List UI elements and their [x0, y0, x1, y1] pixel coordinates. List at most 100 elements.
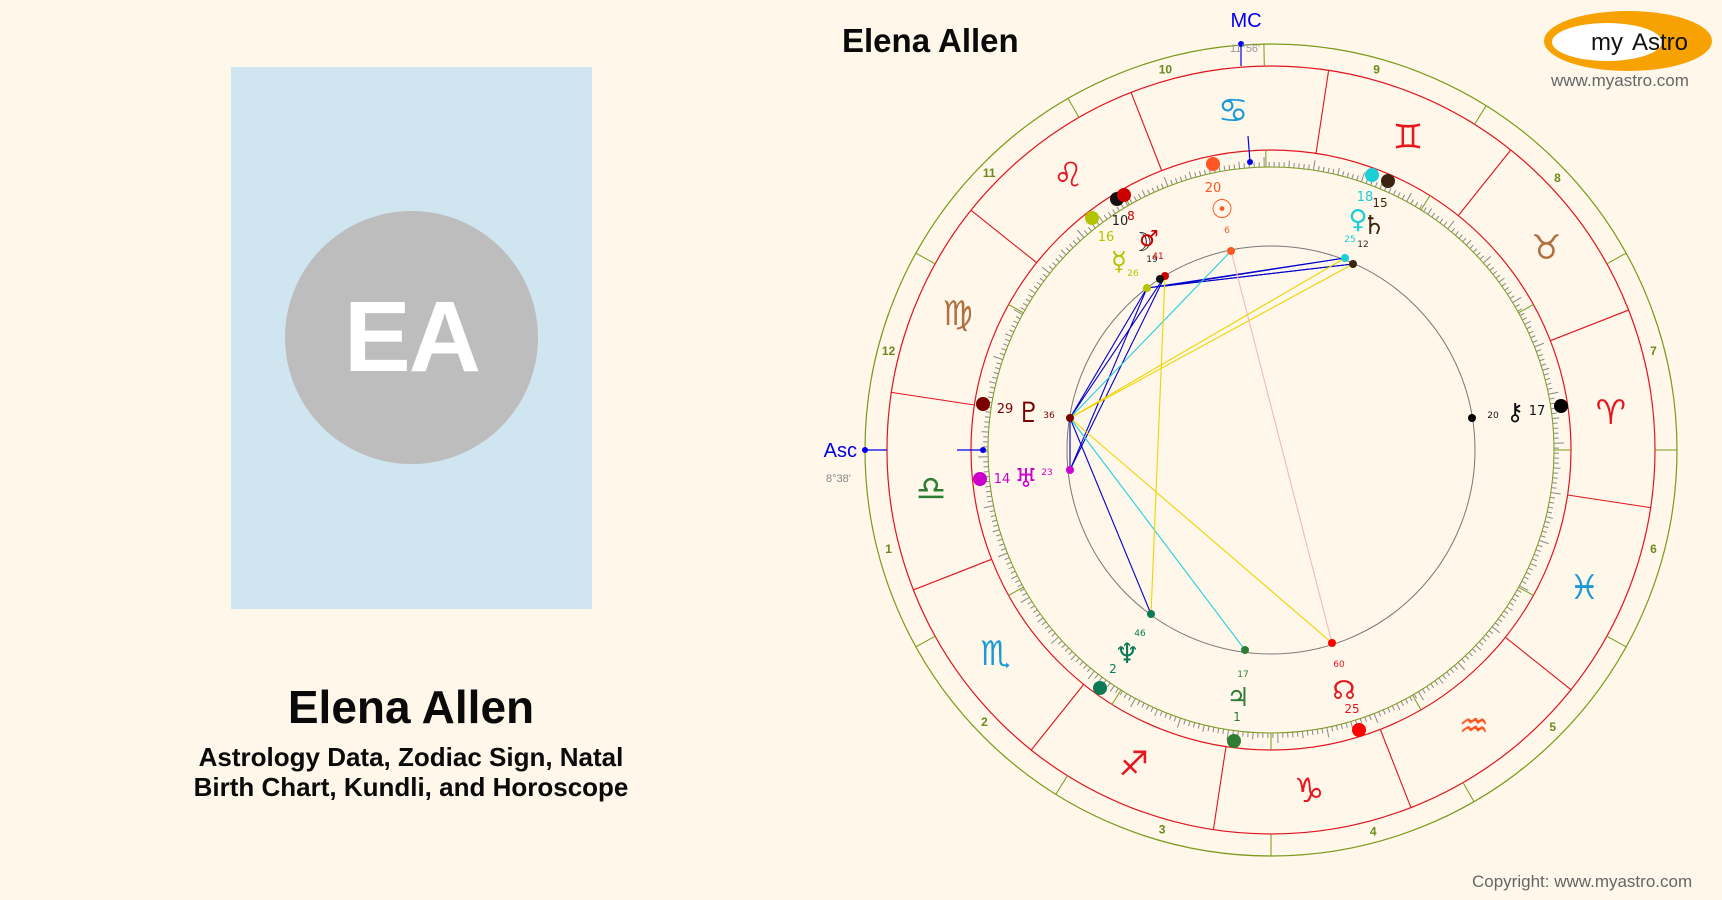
- svg-text:1: 1: [885, 542, 892, 556]
- svg-text:♏: ♏: [980, 634, 1010, 674]
- svg-text:29: 29: [997, 402, 1014, 417]
- svg-text:7: 7: [1650, 344, 1657, 358]
- planet-venus: 18 ♀ 25: [1344, 190, 1373, 245]
- svg-text:19: 19: [1146, 255, 1158, 265]
- mc-label: MC: [1230, 10, 1261, 32]
- venus-marker: [1365, 168, 1379, 182]
- svg-text:18: 18: [1357, 190, 1374, 205]
- chart-title: Elena Allen: [842, 22, 1019, 59]
- subtitle-line-2: Birth Chart, Kundli, and Horoscope: [193, 772, 629, 802]
- chiron-marker: [1554, 399, 1568, 413]
- sun-marker: [1206, 157, 1220, 171]
- mc-degree: 11°56': [1230, 43, 1260, 55]
- svg-text:20: 20: [1487, 411, 1499, 421]
- svg-text:9: 9: [1373, 62, 1380, 76]
- svg-text:16: 16: [1098, 230, 1115, 245]
- svg-text:10: 10: [1159, 62, 1173, 76]
- svg-text:♓: ♓: [1569, 568, 1599, 608]
- svg-text:17: 17: [1529, 404, 1546, 419]
- svg-text:60: 60: [1333, 660, 1345, 670]
- svg-text:8: 8: [1127, 209, 1135, 223]
- sign-ring-outer: [886, 65, 1656, 835]
- svg-text:2: 2: [1109, 662, 1117, 676]
- svg-text:♉: ♉: [1531, 228, 1561, 268]
- planet-mercury: 16 ☿ 26: [1098, 230, 1139, 279]
- mars-icon: ♂: [1139, 227, 1159, 252]
- svg-text:♐: ♐: [1119, 744, 1149, 784]
- asc-degree: 8°38': [826, 473, 851, 485]
- svg-text:4: 4: [1370, 825, 1377, 839]
- svg-text:3: 3: [1159, 823, 1166, 837]
- asc-label: Asc: [824, 440, 857, 462]
- svg-text:♑: ♑: [1294, 771, 1324, 811]
- planet-sun: 20 ☉ 6: [1205, 181, 1234, 236]
- moon-icon: ☽: [1129, 228, 1152, 258]
- svg-text:1: 1: [1233, 710, 1241, 724]
- pluto-marker: [976, 397, 990, 411]
- svg-text:36: 36: [1043, 411, 1055, 421]
- jupiter-icon: ♃: [1226, 683, 1249, 713]
- mc-axis: [1238, 41, 1253, 165]
- planet-jupiter: 1 ♃ 17: [1226, 670, 1249, 724]
- uranus-icon: ♅: [1014, 464, 1037, 494]
- svg-text:12: 12: [1357, 240, 1368, 250]
- pluto-icon: ♇: [1016, 396, 1041, 429]
- svg-text:11: 11: [983, 166, 996, 180]
- svg-text:26: 26: [1127, 269, 1139, 279]
- svg-text:♎: ♎: [916, 469, 946, 509]
- mars-marker: [1117, 188, 1131, 202]
- svg-text:6: 6: [1650, 542, 1657, 556]
- myastro-logo[interactable]: my Astro: [1543, 10, 1714, 72]
- svg-text:12: 12: [882, 344, 896, 358]
- svg-text:14: 14: [994, 472, 1011, 487]
- svg-text:8: 8: [1554, 171, 1561, 185]
- svg-text:♊: ♊: [1393, 118, 1423, 158]
- uranus-marker: [973, 472, 987, 486]
- north-node-icon: ☊: [1332, 676, 1355, 706]
- mercury-marker: [1085, 211, 1099, 225]
- sun-icon: ☉: [1210, 195, 1233, 225]
- svg-text:2: 2: [981, 715, 988, 729]
- svg-text:♍: ♍: [942, 294, 972, 334]
- avatar: EA: [285, 211, 538, 464]
- logo-my: my: [1591, 29, 1623, 56]
- venus-icon: ♀: [1348, 205, 1367, 235]
- svg-text:41: 41: [1152, 252, 1163, 262]
- logo-url[interactable]: www.myastro.com: [1551, 71, 1689, 90]
- node-marker: [1352, 723, 1366, 737]
- planet-north-node: 25 ☊ 60: [1332, 660, 1359, 716]
- svg-text:♒: ♒: [1459, 706, 1489, 746]
- chiron-icon: ⚷: [1506, 398, 1524, 426]
- planet-moon: 10 ☽ 19: [1112, 214, 1158, 265]
- neptune-icon: ♆: [1114, 637, 1139, 670]
- degree-ring: [987, 166, 1555, 734]
- copyright-text: Copyright: www.myastro.com: [1472, 872, 1693, 891]
- svg-text:46: 46: [1134, 629, 1146, 639]
- planet-chiron: 17 ⚷ 20: [1487, 398, 1545, 426]
- mercury-icon: ☿: [1111, 247, 1127, 277]
- saturn-marker: [1381, 174, 1395, 188]
- svg-text:23: 23: [1041, 468, 1052, 478]
- planet-uranus: 14 ♅ 23: [994, 464, 1053, 494]
- svg-text:17: 17: [1237, 670, 1248, 680]
- svg-text:♋: ♋: [1218, 91, 1248, 131]
- svg-text:6: 6: [1224, 226, 1230, 236]
- svg-text:25: 25: [1344, 235, 1355, 245]
- sign-ring-inner: [970, 149, 1572, 751]
- planet-saturn: 15 ♄ 12: [1357, 196, 1387, 250]
- page-subtitle: Astrology Data, Zodiac Sign, Natal Birth…: [0, 742, 822, 802]
- planet-neptune: 2 ♆ 46: [1109, 629, 1146, 676]
- planet-mars: 8 ♂ 41: [1127, 209, 1164, 262]
- logo-astro: Astro: [1632, 29, 1688, 56]
- svg-text:10: 10: [1112, 214, 1129, 229]
- person-name: Elena Allen: [287, 681, 535, 733]
- neptune-marker: [1093, 681, 1107, 695]
- asc-axis: [862, 447, 986, 453]
- saturn-icon: ♄: [1362, 211, 1385, 241]
- svg-text:5: 5: [1549, 720, 1556, 734]
- svg-text:20: 20: [1205, 181, 1222, 196]
- subtitle-line-1: Astrology Data, Zodiac Sign, Natal: [198, 742, 624, 772]
- svg-text:♈: ♈: [1596, 393, 1626, 433]
- svg-text:♌: ♌: [1053, 156, 1083, 196]
